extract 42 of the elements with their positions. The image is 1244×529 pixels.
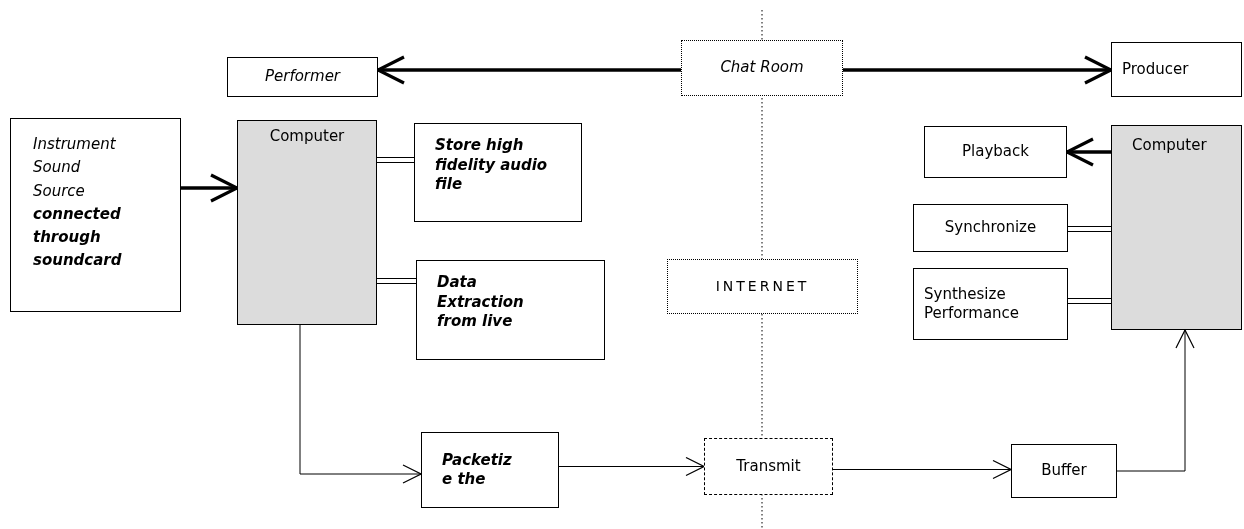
node-label: Store high fidelity audio file [435, 136, 549, 195]
sound-source-box [10, 118, 181, 312]
process-box [416, 260, 605, 360]
process-box [913, 268, 1068, 340]
process-box [924, 126, 1067, 178]
node-label: Transmit [735, 456, 802, 477]
internet-box [667, 259, 858, 314]
arrow [832, 459, 1012, 480]
arrow [558, 456, 705, 477]
node-label: Producer [1122, 59, 1190, 80]
connector-line [1067, 298, 1112, 304]
process-box [414, 123, 582, 222]
producer-box [1111, 42, 1242, 97]
buffer-box [1011, 444, 1117, 498]
arrow [1065, 137, 1111, 167]
node-label: Performer [263, 67, 342, 87]
node-label: INTERNET [714, 277, 811, 296]
connector-line [1067, 226, 1112, 232]
node-label: Computer [268, 127, 346, 147]
arrow [1116, 329, 1195, 472]
node-label: Synchronize [943, 218, 1038, 238]
node-label: Buffer [1040, 461, 1088, 481]
node-label: Data Extraction from live [437, 273, 525, 332]
chat-room-box [681, 40, 843, 96]
process-box [913, 204, 1068, 252]
arrow [181, 173, 239, 203]
arrow [376, 55, 681, 85]
node-label: Packetize the [442, 450, 513, 490]
transmit-box [704, 438, 833, 495]
process-box [421, 432, 559, 508]
computer-box [237, 120, 377, 325]
connector-line [376, 157, 415, 163]
computer-box [1111, 125, 1242, 330]
arrow [843, 55, 1113, 85]
performer-box [227, 57, 378, 97]
node-label: Chat Room [719, 58, 805, 78]
node-label: Playback [961, 142, 1030, 162]
node-label: Synthesize Performance [924, 284, 1021, 324]
arrow [299, 324, 422, 484]
connector-line [376, 278, 417, 284]
node-label: Computer [1132, 136, 1208, 156]
node-subtitle: connected through soundcard [33, 203, 123, 272]
